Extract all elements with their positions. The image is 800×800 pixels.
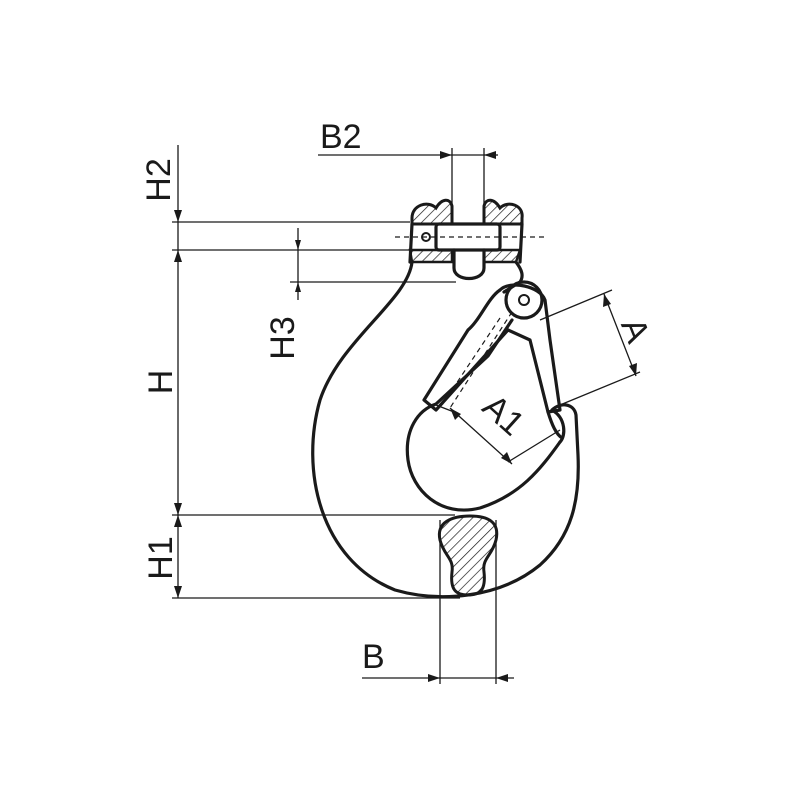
label-a: A bbox=[613, 313, 657, 349]
extension-lines bbox=[172, 148, 641, 684]
label-b2: B2 bbox=[320, 118, 362, 156]
label-h: H bbox=[142, 370, 180, 395]
label-b: B bbox=[362, 638, 385, 676]
safety-latch bbox=[422, 280, 564, 440]
label-h2: H2 bbox=[140, 158, 178, 201]
label-a1: A1 bbox=[475, 387, 531, 443]
dimension-lines bbox=[174, 145, 637, 682]
label-h1: H1 bbox=[142, 536, 180, 579]
label-h3: H3 bbox=[264, 316, 302, 359]
hook-cross-section bbox=[437, 514, 499, 597]
hook-eye-head bbox=[395, 198, 545, 281]
